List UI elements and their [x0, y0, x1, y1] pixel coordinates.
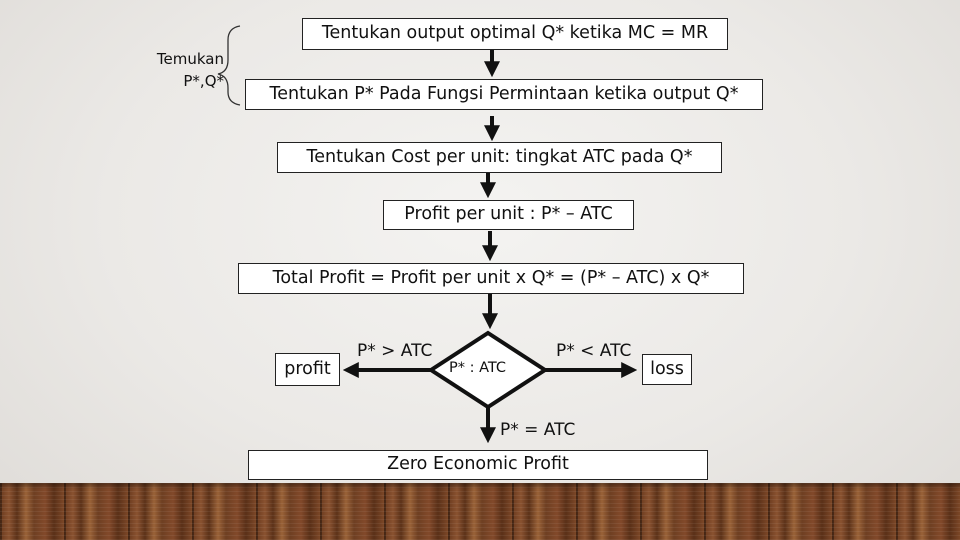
- side-label-line1: Temukan: [156, 50, 224, 68]
- decision-label: P* : ATC: [449, 360, 507, 376]
- side-label: Temukan P*,Q*: [128, 48, 224, 92]
- step-box-5: Total Profit = Profit per unit x Q* = (P…: [238, 263, 744, 294]
- step-box-1: Tentukan output optimal Q* ketika MC = M…: [302, 18, 728, 50]
- condition-less: P* < ATC: [556, 341, 632, 361]
- side-label-line2: P*,Q*: [183, 72, 224, 90]
- step-box-3: Tentukan Cost per unit: tingkat ATC pada…: [277, 142, 722, 173]
- outcome-loss-box: loss: [642, 354, 692, 385]
- condition-equal: P* = ATC: [500, 420, 576, 440]
- wood-floor-decoration: [0, 483, 960, 540]
- step-box-4: Profit per unit : P* – ATC: [383, 200, 634, 230]
- step-box-2: Tentukan P* Pada Fungsi Permintaan ketik…: [245, 79, 763, 110]
- grouping-brace: [217, 25, 241, 106]
- condition-greater: P* > ATC: [357, 341, 433, 361]
- outcome-profit-box: profit: [275, 353, 340, 386]
- outcome-zero-profit-box: Zero Economic Profit: [248, 450, 708, 480]
